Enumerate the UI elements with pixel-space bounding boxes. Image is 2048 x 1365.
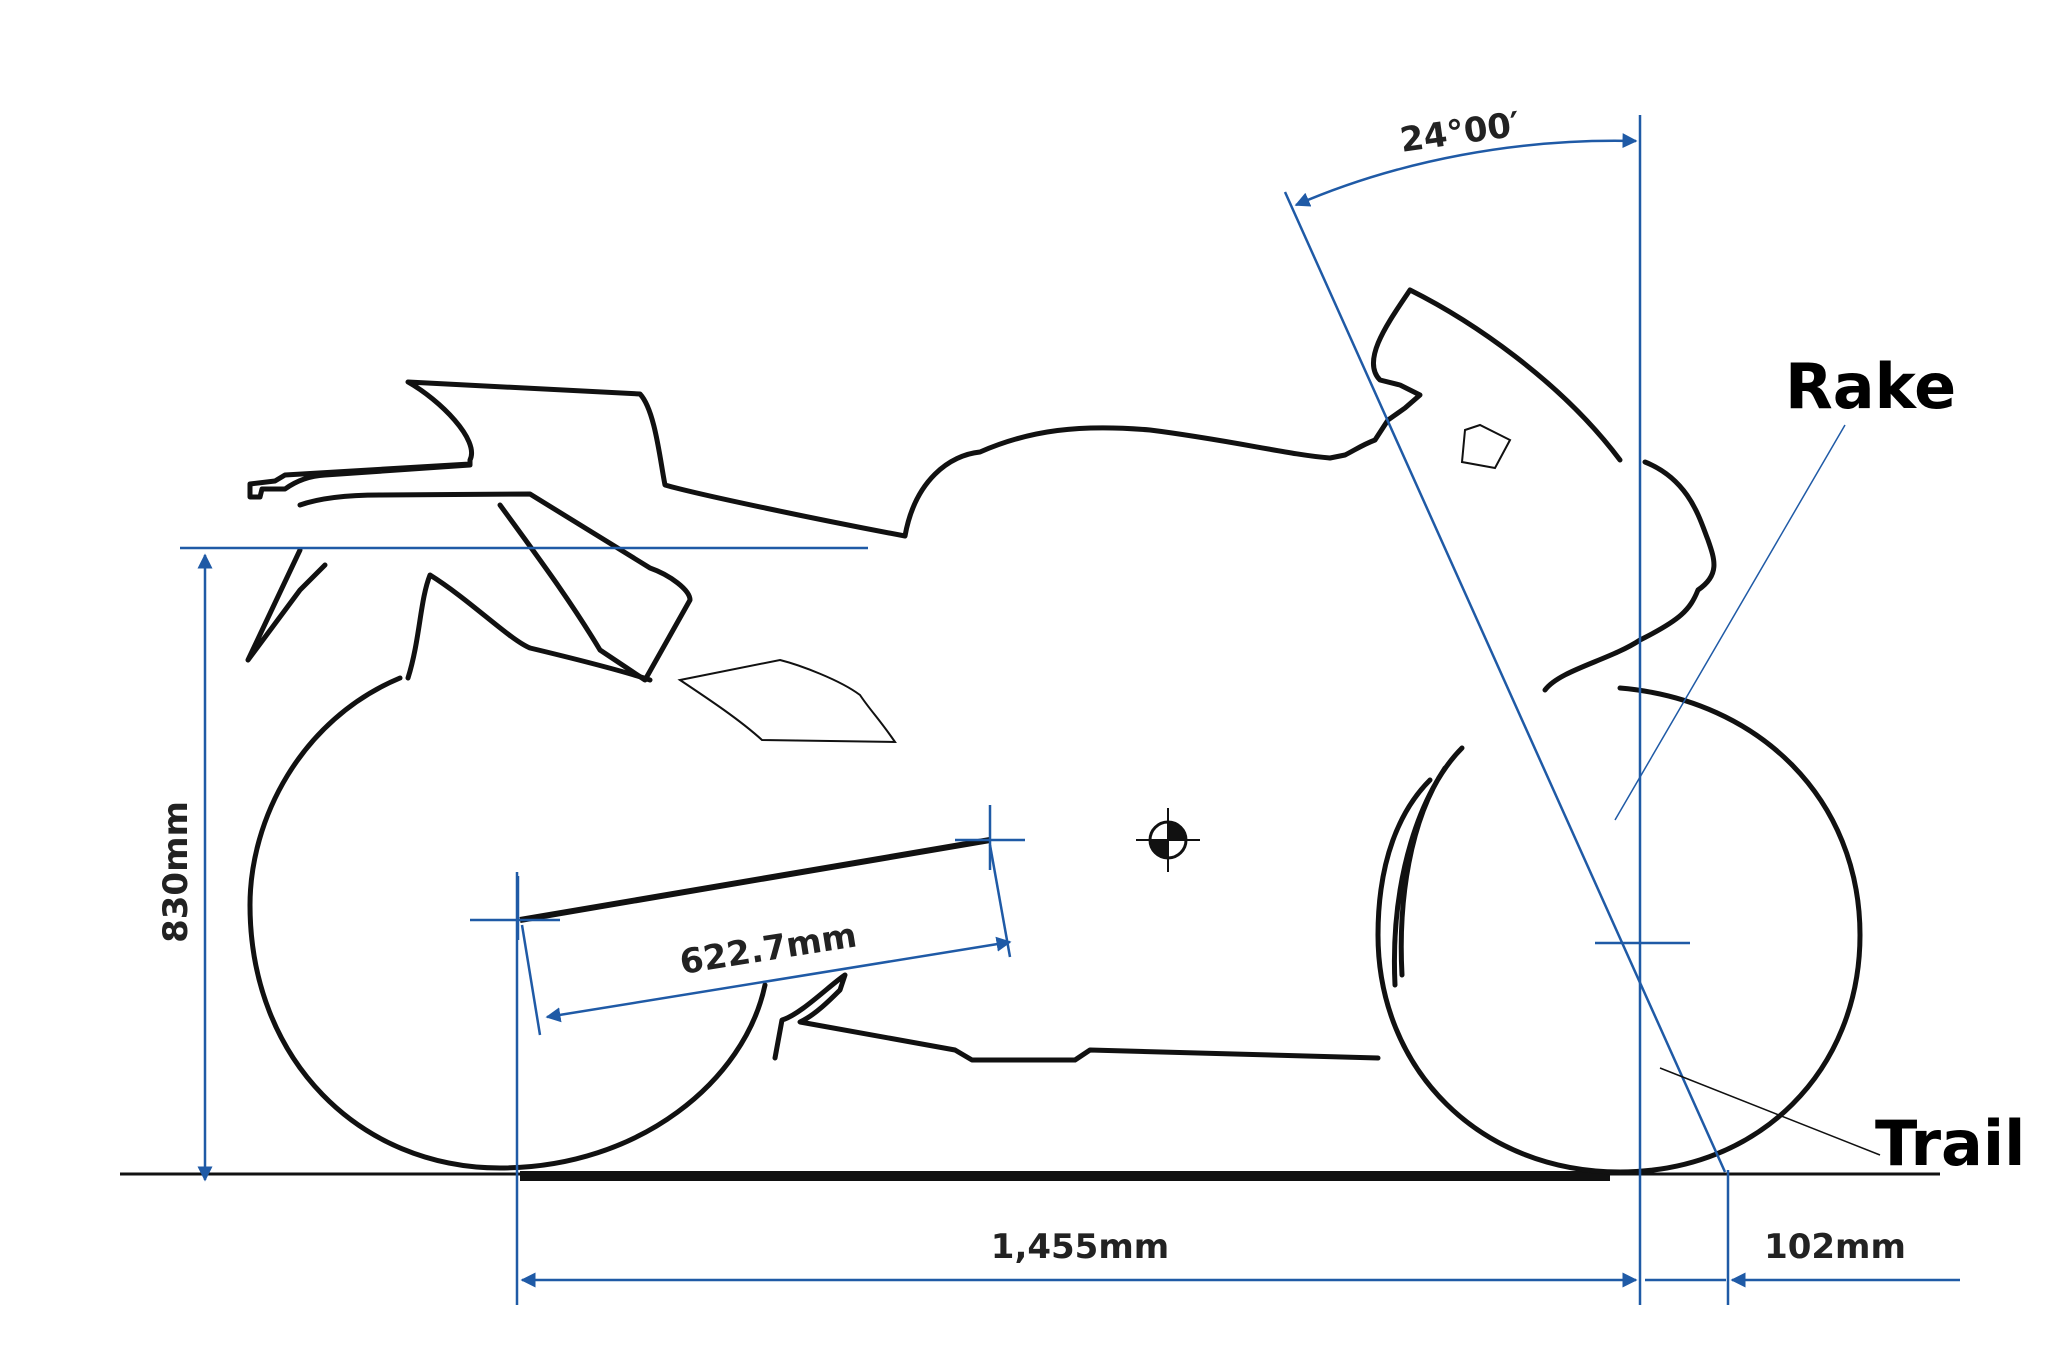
- rake-leader-line: [1614, 424, 1846, 821]
- swingarm-extension-right: [988, 844, 1012, 958]
- rake-label: Rake: [1785, 350, 1956, 423]
- steering-axis-line: [1283, 191, 1727, 1173]
- ground-line: [120, 1171, 1940, 1181]
- rake-angle-value: 24°00′: [1398, 104, 1523, 160]
- fairing-nose: [1542, 459, 1717, 693]
- front-wheel: [1375, 685, 1863, 1175]
- tail-section: [247, 379, 1333, 539]
- trail-value: 102mm: [1764, 1227, 1906, 1267]
- tail-underside: [297, 491, 693, 683]
- swingarm-length-arrow: [545, 936, 1012, 1023]
- trail-label: Trail: [1875, 1107, 2025, 1180]
- wheelbase-value: 1,455mm: [991, 1227, 1169, 1267]
- front-fairing: [1327, 287, 1623, 463]
- belly-pan: [772, 972, 1381, 1063]
- front-fender: [1391, 745, 1465, 988]
- windscreen-mirror: [1460, 423, 1512, 470]
- swingarm-extension-left: [520, 924, 542, 1036]
- center-of-gravity-icon: [1136, 808, 1200, 872]
- swingarm-length-value: 622.7mm: [677, 915, 859, 982]
- swingarm: [519, 837, 991, 923]
- seat-height-value: 830mm: [156, 801, 196, 943]
- fairing-vent: [677, 658, 897, 744]
- rake-angle-arrow: [1294, 133, 1638, 207]
- tail-light-strut: [245, 547, 328, 663]
- rear-wheel: [247, 675, 768, 1171]
- seat-and-tank: [405, 572, 653, 683]
- trail-leader-line: [1659, 1067, 1881, 1156]
